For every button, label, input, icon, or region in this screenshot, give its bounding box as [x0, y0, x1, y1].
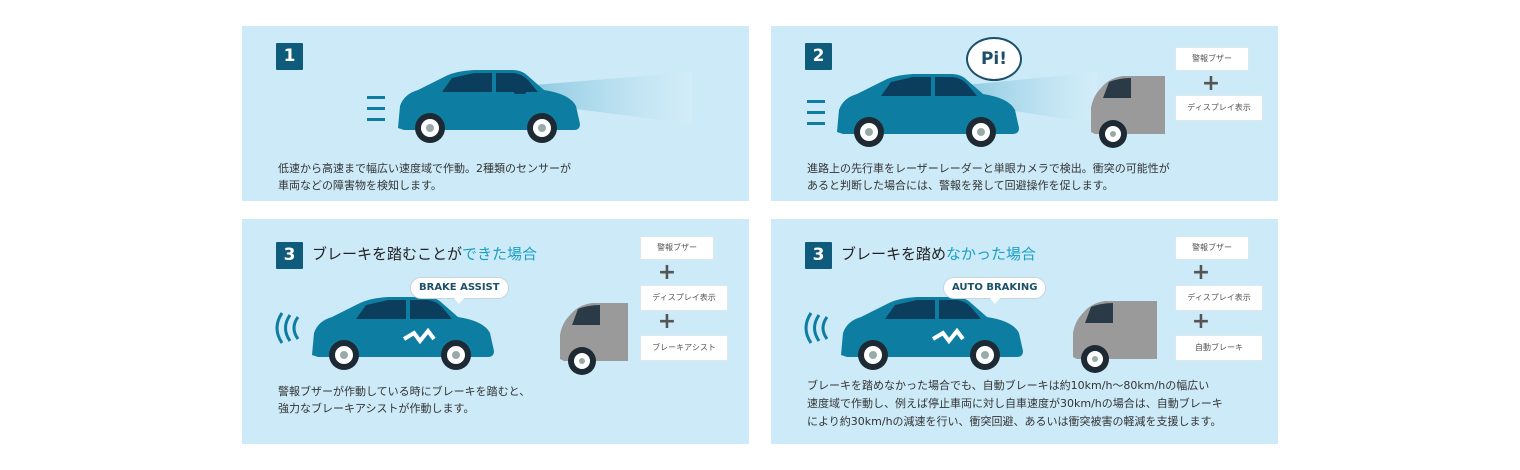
panel-heading: ブレーキを踏むことができた場合 [312, 245, 538, 263]
alert-speech-bubble: Pi! [966, 37, 1022, 81]
plus-icon: + [657, 309, 677, 334]
car-icon [1073, 301, 1157, 373]
plus-icon: + [1201, 71, 1221, 96]
tag-display: ディスプレイ表示 [1175, 95, 1263, 121]
sensor-beam-icon [957, 72, 1097, 124]
motion-lines-icon [807, 100, 825, 125]
panel-step-3-brake-assist: 3 ブレーキを踏むことができた場合 BRAKE ASSIST 警報ブザー + デ… [242, 219, 749, 444]
panel-heading: ブレーキを踏めなかった場合 [841, 245, 1037, 263]
description: 警報ブザーが作動している時にブレーキを踏むと、 強力なブレーキアシストが作動しま… [278, 385, 531, 415]
car-icon [841, 297, 1023, 370]
tag-warning-buzzer: 警報ブザー [640, 236, 714, 260]
auto-braking-speech-bubble: AUTO BRAKING [943, 277, 1047, 304]
car-icon [560, 303, 628, 375]
tag-auto-brake: 自動ブレーキ [1175, 335, 1263, 361]
description: 低速から高速まで幅広い速度域で作動。2種類のセンサーが 車両などの障害物を検知し… [278, 162, 571, 192]
step-number-badge: 3 [805, 242, 832, 269]
description: ブレーキを踏めなかった場合でも、自動ブレーキは約10km/h～80km/hの幅広… [807, 379, 1223, 428]
car-icon [312, 297, 494, 370]
car-icon [837, 74, 1019, 147]
sound-wave-icon [275, 312, 300, 344]
tag-warning-buzzer: 警報ブザー [1175, 236, 1249, 260]
tag-display: ディスプレイ表示 [640, 285, 728, 311]
brake-assist-speech-bubble: BRAKE ASSIST [410, 277, 509, 304]
tag-warning-buzzer: 警報ブザー [1175, 47, 1249, 71]
panel-step-1: 1 低速から高速まで幅広い速度域で作動。2種類のセンサーが 車両などの障害物を検… [242, 26, 749, 201]
step-number-badge: 2 [805, 43, 832, 70]
sound-wave-icon [804, 312, 829, 344]
panel-step-3-auto-braking: 3 ブレーキを踏めなかった場合 AUTO BRAKING 警報ブザー + ディス… [771, 219, 1278, 444]
panel-step-2: 2 Pi! 警報ブザー + ディスプレイ表示 進路上の先行車をレーザーレーダーと… [771, 26, 1278, 201]
car-icon [1091, 76, 1165, 148]
plus-icon: + [1191, 309, 1211, 334]
sensor-beam-icon [522, 72, 692, 124]
description: 進路上の先行車をレーザーレーダーと単眼カメラで検出。衝突の可能性が あると判断し… [807, 162, 1170, 192]
tag-display: ディスプレイ表示 [1175, 285, 1263, 311]
tag-brake-assist: ブレーキアシスト [640, 335, 728, 361]
plus-icon: + [1191, 260, 1211, 285]
step-number-badge: 3 [276, 242, 303, 269]
plus-icon: + [657, 260, 677, 285]
car-icon [398, 70, 580, 143]
step-number-badge: 1 [276, 43, 303, 70]
motion-lines-icon [367, 96, 385, 121]
